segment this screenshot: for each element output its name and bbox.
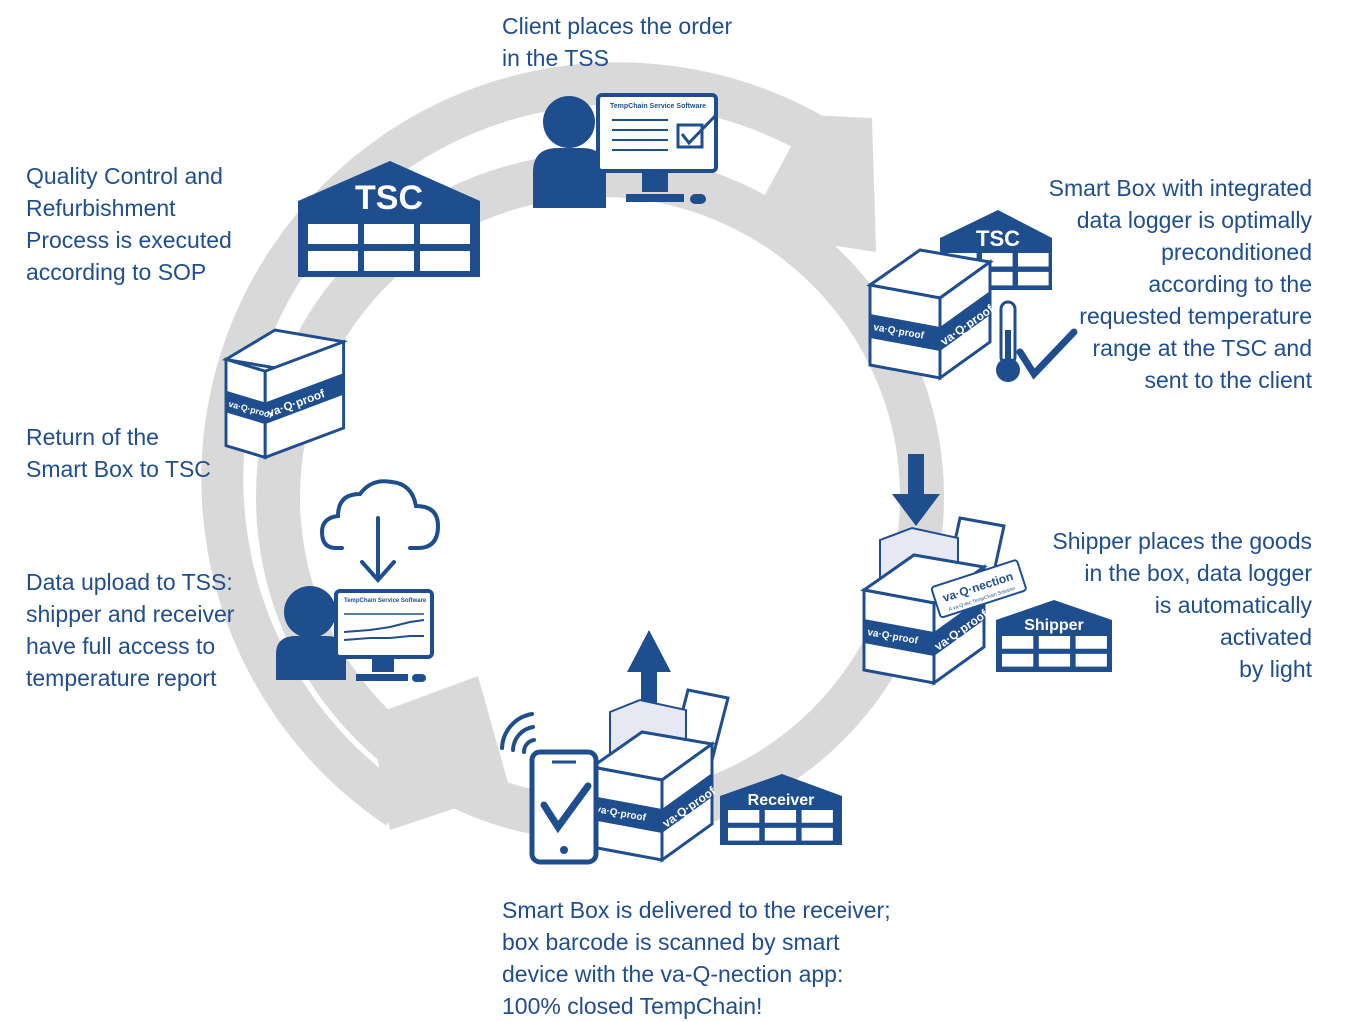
caption-delivery: Smart Box is delivered to the receiver; … xyxy=(502,897,891,1019)
smart-box-icon: va·Q·proof va·Q·proof xyxy=(868,248,997,380)
precondition-icon: TSC va·Q·proof va·Q·proof xyxy=(868,210,1078,382)
caption-shipper: Shipper places the goods in the box, dat… xyxy=(1052,528,1312,682)
upload-person-icon xyxy=(276,586,346,680)
cloud-download-icon xyxy=(319,479,441,584)
phone-checkmark-icon xyxy=(540,782,592,834)
client-order-icon: TempChain Service Software xyxy=(533,93,718,208)
cycle-ring xyxy=(201,62,850,826)
caption-quality: Quality Control and Refurbishment Proces… xyxy=(26,163,232,285)
caption-precondition: Smart Box with integrated data logger is… xyxy=(1048,175,1312,393)
tss-software-label: TempChain Service Software xyxy=(610,103,706,110)
ring-arrowhead-top-right xyxy=(745,115,876,252)
shipper-warehouse-icon: Shipper xyxy=(996,600,1112,672)
down-arrow-icon xyxy=(892,454,940,526)
shipper-icon: va·Q·proof va·Q·proof va·Q·nection A va-… xyxy=(860,454,1112,686)
checkmark-icon xyxy=(1016,328,1078,380)
receiver-label: Receiver xyxy=(748,792,815,809)
monitor-icon: TempChain Service Software xyxy=(596,93,718,204)
smartphone-icon xyxy=(529,749,599,865)
tsc-label-large: TSC xyxy=(355,179,423,217)
wireless-signal-icon xyxy=(500,712,536,754)
receiver-icon: va·Q·proof va·Q·proof Receiver xyxy=(500,630,842,865)
return-box-icon: va·Q·proof va·Q·proof xyxy=(221,328,348,460)
caption-return: Return of the Smart Box to TSC xyxy=(26,424,211,482)
tsc-label-small: TSC xyxy=(976,226,1020,251)
ring-arrowhead-bottom-left xyxy=(370,676,510,830)
shipper-label: Shipper xyxy=(1024,617,1084,634)
receiver-warehouse-icon: Receiver xyxy=(720,774,842,845)
upload-tss-label: TempChain Service Software xyxy=(344,598,427,604)
upload-monitor-icon: TempChain Service Software xyxy=(334,589,434,682)
thermometer-icon xyxy=(996,300,1020,382)
tsc-warehouse-icon: TSC xyxy=(298,161,480,277)
caption-upload: Data upload to TSS: shipper and receiver… xyxy=(26,569,235,691)
person-icon xyxy=(533,96,606,208)
data-upload-icon: TempChain Service Software xyxy=(276,479,441,682)
caption-order: Client places the order in the TSS xyxy=(502,13,733,71)
up-arrow-icon xyxy=(627,630,671,710)
